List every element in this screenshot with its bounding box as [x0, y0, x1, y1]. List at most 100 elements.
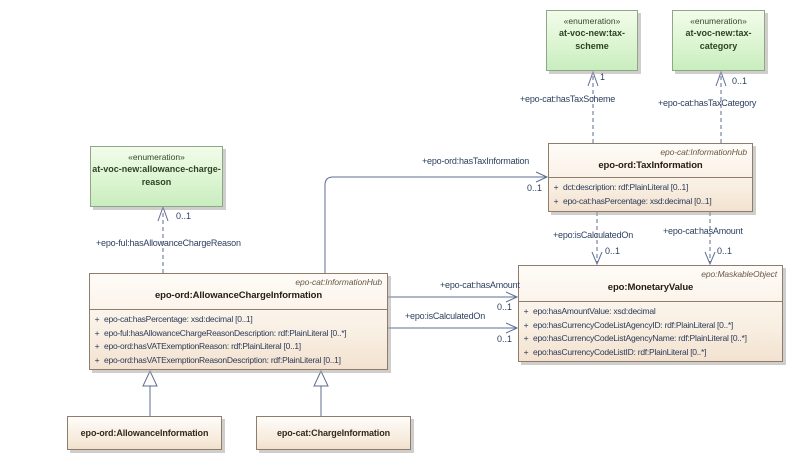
connector-is-calculated-on-vertical[interactable]: [591, 212, 603, 266]
class-charge-information[interactable]: epo-cat:ChargeInformation: [256, 416, 411, 450]
connector-label-is-calculated-on-vertical: +epo:isCalculatedOn: [553, 230, 634, 240]
attribute-text: dct:description: rdf:PlainLiteral [0..1]: [563, 182, 689, 192]
attributes-compartment: + epo-cat:hasPercentage: xsd:decimal [0.…: [90, 310, 387, 367]
class-name: epo-cat:ChargeInformation: [276, 428, 390, 438]
class-name: epo-ord:AllowanceChargeInformation: [154, 290, 323, 301]
class-allowance-charge-information[interactable]: epo-cat:InformationHub epo-ord:Allowance…: [89, 273, 388, 370]
connector-has-amount-horizontal[interactable]: [388, 291, 519, 303]
attribute-text: epo:hasAmountValue: xsd:decimal: [533, 306, 656, 316]
enum-name-line2: reason: [141, 177, 172, 187]
connector-label-has-amount-horizontal: +epo-cat:hasAmount: [440, 280, 520, 290]
class-allowance-information[interactable]: epo-ord:AllowanceInformation: [67, 416, 222, 450]
connector-has-amount-vertical[interactable]: [704, 212, 716, 266]
multiplicity-is-calculated-on-vertical: 0..1: [605, 246, 621, 256]
stereotype-label: «enumeration»: [128, 152, 185, 162]
attribute-text: epo-ful:hasAllowanceChargeReasonDescript…: [104, 327, 347, 338]
attribute-row: + epo-cat:hasPercentage: xsd:decimal [0.…: [90, 313, 387, 327]
multiplicity-is-calculated-on-horizontal: 0..1: [497, 334, 513, 344]
class-name: epo-ord:TaxInformation: [598, 160, 703, 171]
visibility-plus-icon: +: [94, 327, 100, 338]
multiplicity-has-tax-scheme: 1: [600, 72, 606, 82]
attribute-row: + epo:hasAmountValue: xsd:decimal: [519, 305, 782, 319]
class-tax-information[interactable]: epo-cat:InformationHub epo-ord:TaxInform…: [548, 143, 753, 212]
connector-has-tax-information[interactable]: [324, 171, 549, 273]
attribute-row: + epo:hasCurrencyCodeListAgencyID: rdf:P…: [519, 319, 782, 333]
attribute-text: epo:hasCurrencyCodeListAgencyID: rdf:Pla…: [533, 319, 734, 330]
multiplicity-has-allowance-charge-reason: 0..1: [176, 211, 192, 221]
connector-label-has-amount-vertical: +epo-cat:hasAmount: [663, 226, 743, 236]
visibility-plus-icon: +: [94, 354, 100, 365]
enum-name-line1: at-voc-new:tax-: [685, 28, 752, 38]
class-name: epo-ord:AllowanceInformation: [80, 428, 209, 438]
parent-classifier-label: epo-cat:InformationHub: [660, 147, 747, 157]
parent-classifier-label: epo-cat:InformationHub: [295, 277, 382, 287]
class-header: epo-cat:InformationHub epo-ord:TaxInform…: [549, 144, 752, 178]
open-arrowhead-up-icon: [715, 70, 727, 87]
attribute-row: + epo-cat:hasPercentage: xsd:decimal [0.…: [549, 195, 752, 209]
multiplicity-has-amount-horizontal: 0..1: [497, 302, 513, 312]
visibility-plus-icon: +: [94, 341, 100, 351]
enum-name: at-voc-new:tax- category: [673, 26, 764, 53]
enum-name-line2: category: [699, 41, 738, 51]
visibility-plus-icon: +: [94, 314, 100, 324]
attribute-row: + epo-ord:hasVATExemptionReasonDescripti…: [90, 354, 387, 368]
connector-label-is-calculated-on-horizontal: +epo:isCalculatedOn: [405, 311, 486, 321]
hollow-triangle-icon: [142, 369, 158, 387]
visibility-plus-icon: +: [523, 319, 529, 330]
attribute-text: epo-ord:hasVATExemptionReason: rdf:Plain…: [104, 341, 301, 351]
connector-label-has-allowance-charge-reason: +epo-ful:hasAllowanceChargeReason: [96, 238, 241, 248]
generalization-allowance-information[interactable]: [142, 369, 158, 416]
enum-name-line2: scheme: [575, 41, 609, 51]
open-arrowhead-right-icon: [535, 171, 549, 183]
visibility-plus-icon: +: [553, 195, 559, 206]
open-arrowhead-right-icon: [505, 322, 519, 334]
connector-has-tax-category[interactable]: [715, 70, 727, 143]
class-name: epo:MonetaryValue: [607, 282, 694, 293]
class-header: epo:MaskableObject epo:MonetaryValue: [519, 266, 782, 302]
attribute-text: epo-ord:hasVATExemptionReasonDescription…: [104, 354, 341, 365]
enum-name: at-voc-new:allowance-charge- reason: [91, 162, 222, 189]
open-arrowhead-right-icon: [505, 291, 519, 303]
attribute-row: + epo-ful:hasAllowanceChargeReasonDescri…: [90, 327, 387, 341]
connector-has-allowance-charge-reason[interactable]: [157, 205, 169, 273]
enum-name: at-voc-new:tax- scheme: [547, 26, 637, 53]
connector-label-has-tax-information: +epo-ord:hasTaxInformation: [422, 156, 530, 166]
enum-allowance-charge-reason[interactable]: «enumeration» at-voc-new:allowance-charg…: [90, 146, 223, 207]
attribute-row: + epo:hasCurrencyCodeListID: rdf:PlainLi…: [519, 346, 782, 360]
class-header: epo-cat:InformationHub epo-ord:Allowance…: [90, 274, 387, 310]
open-arrowhead-up-icon: [587, 70, 599, 87]
visibility-plus-icon: +: [523, 306, 529, 316]
visibility-plus-icon: +: [523, 346, 529, 357]
open-arrowhead-up-icon: [157, 205, 169, 222]
visibility-plus-icon: +: [523, 333, 529, 343]
connector-is-calculated-on-horizontal[interactable]: [388, 322, 519, 334]
attribute-text: epo-cat:hasPercentage: xsd:decimal [0..1…: [563, 195, 712, 206]
open-arrowhead-down-icon: [704, 251, 716, 266]
attribute-row: + epo-ord:hasVATExemptionReason: rdf:Pla…: [90, 340, 387, 354]
multiplicity-has-tax-category: 0..1: [732, 76, 748, 86]
attribute-text: epo:hasCurrencyCodeListID: rdf:PlainLite…: [533, 346, 707, 357]
visibility-plus-icon: +: [553, 182, 559, 192]
attributes-compartment: + dct:description: rdf:PlainLiteral [0..…: [549, 178, 752, 208]
parent-classifier-label: epo:MaskableObject: [701, 269, 777, 279]
connector-label-has-tax-scheme: +epo-cat:hasTaxScheme: [520, 94, 616, 104]
connector-has-tax-scheme[interactable]: [587, 70, 599, 143]
multiplicity-has-tax-information: 0..1: [527, 183, 543, 193]
stereotype-label: «enumeration»: [690, 16, 747, 26]
generalization-charge-information[interactable]: [313, 369, 329, 416]
attributes-compartment: + epo:hasAmountValue: xsd:decimal + epo:…: [519, 302, 782, 359]
enum-tax-scheme[interactable]: «enumeration» at-voc-new:tax- scheme: [546, 10, 638, 71]
enum-tax-category[interactable]: «enumeration» at-voc-new:tax- category: [672, 10, 765, 71]
enum-name-line1: at-voc-new:allowance-charge-: [92, 164, 221, 174]
attribute-row: + epo:hasCurrencyCodeListAgencyName: rdf…: [519, 332, 782, 346]
attribute-text: epo-cat:hasPercentage: xsd:decimal [0..1…: [104, 314, 253, 324]
connector-label-has-tax-category: +epo-cat:hasTaxCategory: [658, 98, 757, 108]
stereotype-label: «enumeration»: [563, 16, 621, 26]
attribute-text: epo:hasCurrencyCodeListAgencyName: rdf:P…: [533, 333, 747, 343]
hollow-triangle-icon: [313, 369, 329, 387]
attribute-row: + dct:description: rdf:PlainLiteral [0..…: [549, 181, 752, 195]
enum-name-line1: at-voc-new:tax-: [558, 28, 625, 38]
open-arrowhead-down-icon: [591, 251, 603, 266]
class-monetary-value[interactable]: epo:MaskableObject epo:MonetaryValue + e…: [518, 265, 783, 362]
